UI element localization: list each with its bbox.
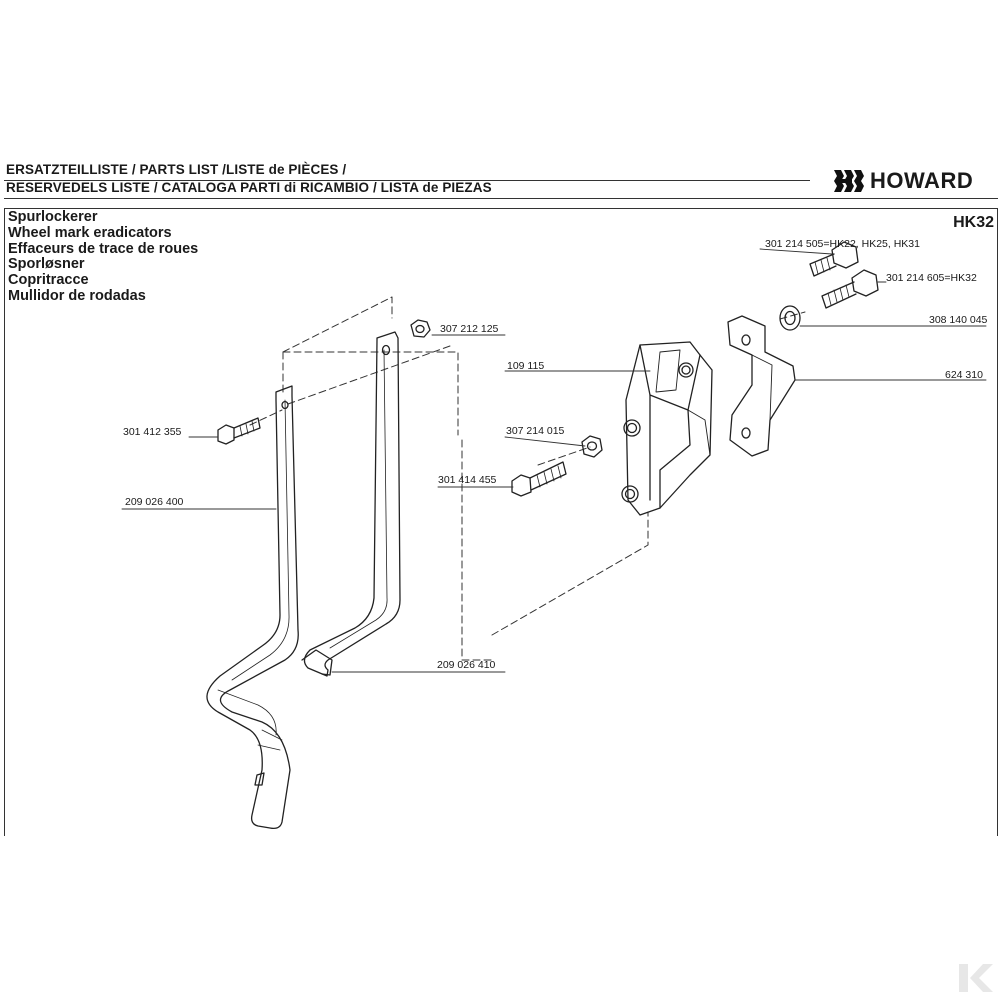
part-number-label: 301 414 455 [438,474,497,486]
model-code: HK32 [953,214,994,231]
brand-name: HOWARD [870,168,974,193]
tine-right [301,331,401,677]
name-da: Sporløsner [8,256,85,273]
howard-logo-icon [834,170,864,192]
name-en: Wheel mark eradicators [8,224,172,241]
k-watermark-icon [959,964,993,992]
bolt-301214505 [809,241,859,277]
part-number-label: 307 212 125 [440,323,499,335]
part-number-label: 308 140 045 [929,314,988,326]
frame-left-border [4,208,5,836]
frame-right-border [997,208,998,836]
tine-left [206,385,299,830]
part-group-names: Spurlockerer Wheel mark eradicators Effa… [8,209,199,305]
header-line-1: ERSATZTEILLISTE / PARTS LIST /LISTE de P… [6,162,347,177]
part-number-label: 307 214 015 [506,425,565,437]
washer-308140045 [779,305,801,331]
name-es: Mullidor de rodadas [8,287,146,304]
part-number-label: 109 115 [507,360,545,372]
part-number-label: 624 310 [945,369,983,381]
part-number-label: 209 026 410 [437,659,496,671]
part-number-label: 301 214 505=HK22, HK25, HK31 [765,238,920,250]
header-line-2: RESERVEDELS LISTE / CATALOGA PARTI di RI… [6,180,492,195]
bolt-301414455 [511,461,567,497]
name-fr: Effaceurs de trace de roues [8,240,199,257]
header-rule-1 [4,180,810,181]
name-de: Spurlockerer [8,209,98,225]
name-it: Copritracce [8,272,89,289]
assembly-dashed-lines [249,296,806,661]
header-rule-2 [4,198,998,199]
bolt-301214605 [821,269,879,309]
header-rule-3 [4,208,998,209]
bolt-301412355 [217,417,261,445]
brand: HOWARD [832,166,973,196]
nut-307214015 [581,435,603,458]
nut-307212125 [410,319,431,338]
part-number-label: 209 026 400 [125,496,184,508]
part-number-label: 301 214 605=HK32 [886,272,977,284]
part-number-label: 301 412 355 [123,426,182,438]
bracket-109115 [621,341,713,516]
leader-lines [121,248,987,673]
plate-624310 [727,315,796,457]
